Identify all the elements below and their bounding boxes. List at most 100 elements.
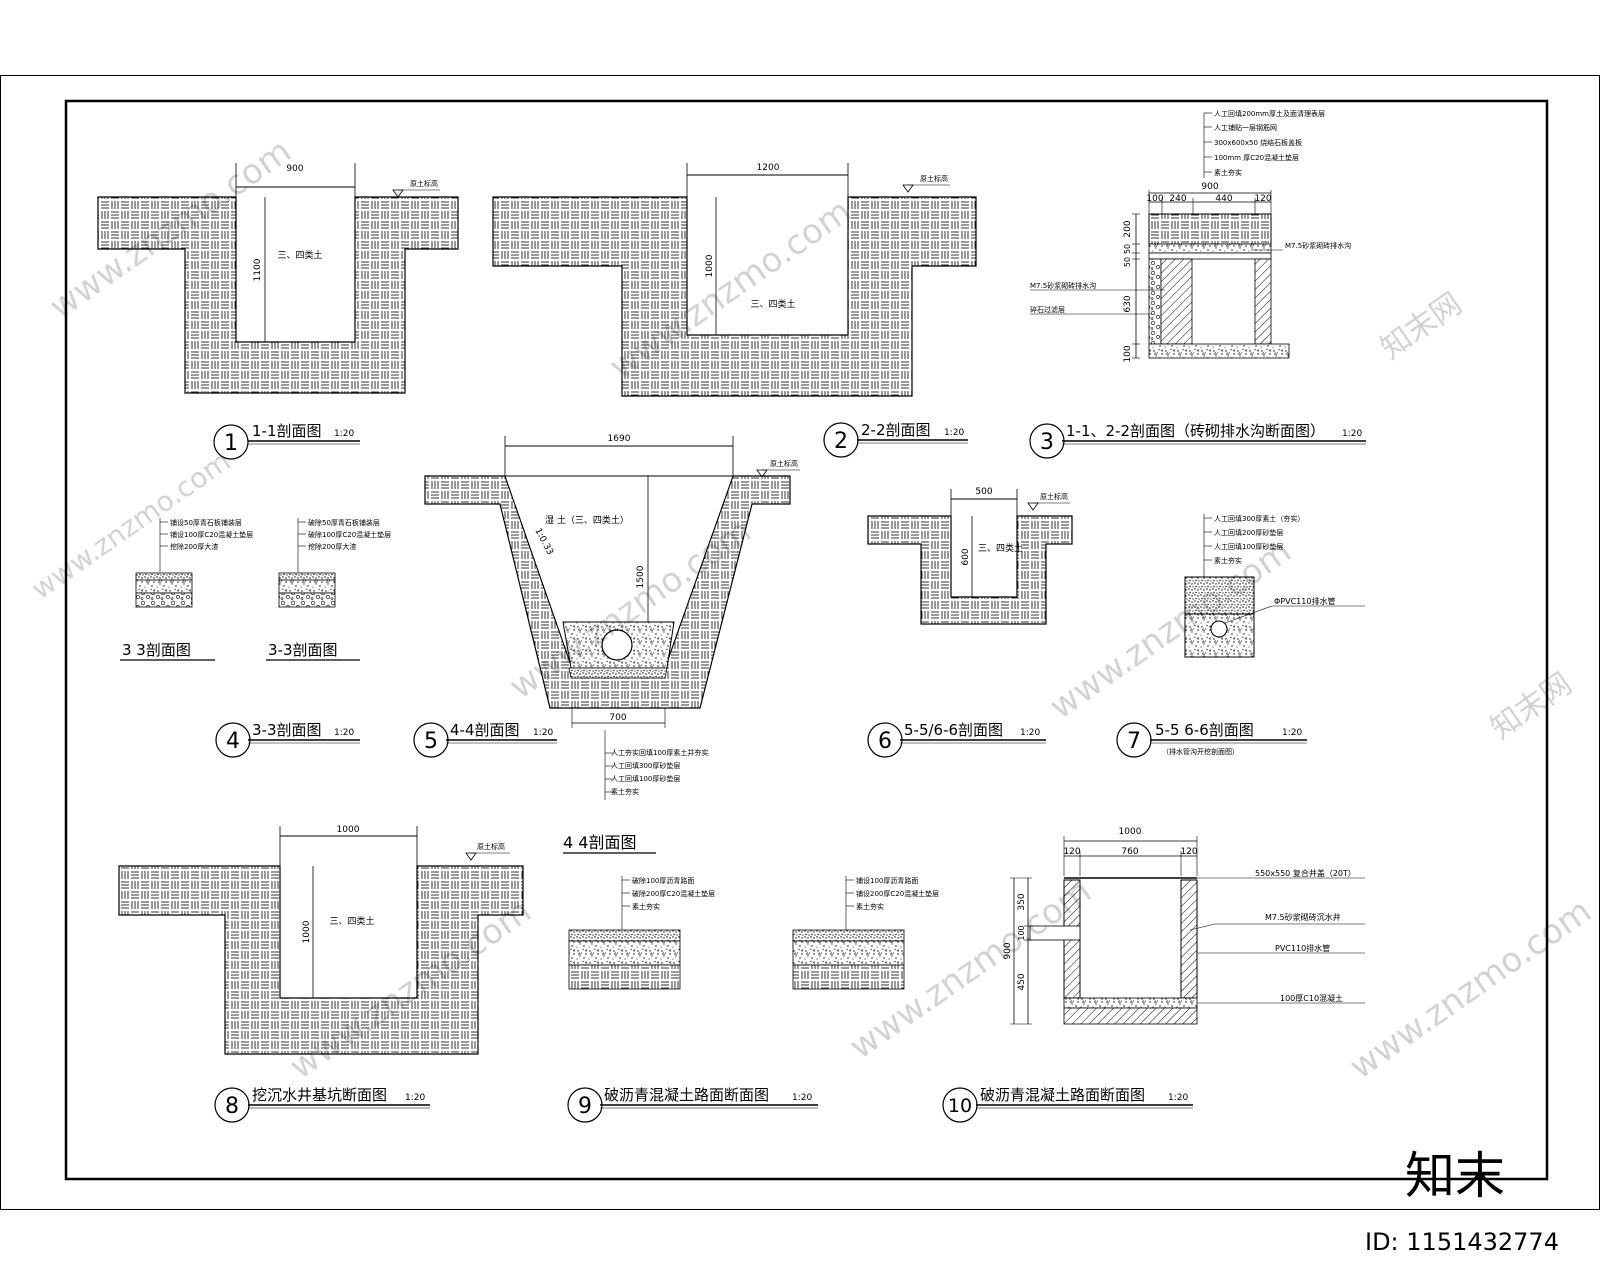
brick-pit-6 bbox=[867, 515, 1073, 625]
dim-10-b: 760 bbox=[1121, 847, 1138, 857]
dim-3-b: 240 bbox=[1169, 194, 1186, 204]
callout-circle-1 bbox=[213, 424, 249, 460]
well-base bbox=[1063, 1007, 1198, 1025]
callout-num-1: 1 bbox=[224, 431, 238, 456]
layer-7-2: 人工回填100厚砂垫层 bbox=[1214, 542, 1283, 551]
scale-4: 1:20 bbox=[334, 728, 354, 738]
dim-1-depth: 1100 bbox=[253, 258, 263, 281]
drawing-8: 1000 1000 三、四类土 原土标高 8 挖沉水井基坑断面图 1:20 bbox=[118, 825, 524, 1123]
dim-10-side: 900 bbox=[1003, 942, 1013, 959]
callout-num-8: 8 bbox=[225, 1094, 239, 1119]
title-3: 1-1、2-2剖面图（砖砌排水沟断面图） bbox=[1066, 422, 1325, 440]
callout-num-4: 4 bbox=[226, 729, 240, 754]
pipe-label-7: ΦPVC110排水管 bbox=[1274, 596, 1335, 606]
scale-7: 1:20 bbox=[1282, 728, 1302, 738]
brand-logo: 知末 bbox=[1405, 1147, 1505, 1205]
dim-10-c: 120 bbox=[1180, 847, 1197, 857]
dim-2-depth: 1000 bbox=[705, 254, 715, 277]
asphalt-layer-a bbox=[568, 929, 681, 942]
callout-num-7: 7 bbox=[1127, 729, 1141, 754]
drawing-2: 1200 1000 三、四类土 原土标高 2 2-2剖面图 1:20 bbox=[492, 163, 977, 458]
title-8: 挖沉水井基坑断面图 bbox=[252, 1086, 387, 1104]
dim-6-depth: 600 bbox=[961, 548, 971, 565]
dim-6-width: 500 bbox=[975, 487, 992, 497]
dim-8-width: 1000 bbox=[337, 825, 360, 835]
soil-layer-a bbox=[568, 964, 681, 990]
layer-4b-0: 破除50厚青石板铺装层 bbox=[308, 518, 380, 527]
brick-pit-2 bbox=[492, 196, 977, 397]
elevation-marker-icon bbox=[1027, 502, 1039, 511]
callout-num-9: 9 bbox=[578, 1094, 592, 1119]
scale-5: 1:20 bbox=[533, 728, 553, 738]
fill-label-6: 三、四类土 bbox=[978, 542, 1023, 554]
layer-5-3: 素土夯实 bbox=[611, 787, 639, 796]
scale-6: 1:20 bbox=[1020, 728, 1040, 738]
scale-9: 1:20 bbox=[792, 1093, 812, 1103]
pipe-icon bbox=[601, 629, 633, 661]
dim-5-bottom: 700 bbox=[609, 713, 626, 723]
watermark-cn: 知末网 bbox=[1485, 666, 1579, 746]
fill-label-2: 三、四类土 bbox=[750, 298, 795, 310]
layer-4a-1: 铺设100厚C20混凝土垫层 bbox=[170, 530, 253, 539]
soil-layer-b bbox=[792, 964, 905, 990]
callout-num-3: 3 bbox=[1040, 430, 1054, 455]
title-7: 5-5 6-6剖面图 bbox=[1155, 721, 1254, 739]
callout-num-5: 5 bbox=[424, 729, 438, 754]
layer-4a-0: 铺设50厚青石板铺装层 bbox=[170, 518, 242, 527]
layer-9b-0: 铺设100厚沥青路面 bbox=[856, 876, 918, 885]
cover-soil bbox=[1148, 213, 1272, 245]
callout-10-c: PVC110排水管 bbox=[1275, 943, 1330, 953]
title-2: 2-2剖面图 bbox=[861, 421, 931, 439]
dim-2-width: 1200 bbox=[757, 163, 780, 173]
layer-9a-0: 破除100厚沥青路面 bbox=[632, 876, 694, 885]
watermark-site: www.znzmo.com bbox=[282, 891, 538, 1087]
layer-5-0: 人工夯实回填100厚素土并夯实 bbox=[611, 748, 708, 757]
dim-1-width: 900 bbox=[286, 164, 303, 174]
fill-label-8: 三、四类土 bbox=[329, 915, 374, 927]
drawing-4: 铺设50厚青石板铺装层 铺设100厚C20混凝土垫层 挖除200厚大渣 3 3剖… bbox=[120, 518, 391, 758]
layer-7-3: 素土夯实 bbox=[1214, 556, 1242, 565]
callout-3-b: M7.5砂浆砌砖排水沟 bbox=[1030, 281, 1096, 290]
drawing-6: 500 600 三、四类土 原土标高 6 5-5/6-6剖面图 1:20 bbox=[867, 487, 1073, 758]
dim-10-a: 120 bbox=[1063, 847, 1080, 857]
layer-3-0: 人工回填200mm厚土及面清理表层 bbox=[1214, 109, 1325, 118]
callout-num-2: 2 bbox=[834, 429, 848, 454]
dim-3-s1: 50 bbox=[1123, 244, 1132, 254]
dim-3-d: 120 bbox=[1254, 194, 1271, 204]
concrete-layer-a bbox=[568, 940, 681, 966]
title-1: 1-1剖面图 bbox=[252, 422, 322, 440]
dim-3-total: 900 bbox=[1201, 182, 1218, 192]
title-5: 4-4剖面图 bbox=[450, 721, 520, 739]
pipe-icon bbox=[1210, 620, 1228, 638]
inner-border bbox=[64, 99, 1549, 1181]
drawing-10: 1000 120 760 120 900 350 100 450 550x550… bbox=[942, 827, 1365, 1123]
callout-num-10: 10 bbox=[948, 1095, 972, 1117]
ground-label-6: 原土标高 bbox=[1040, 492, 1068, 501]
ground-label-2: 原土标高 bbox=[920, 174, 948, 183]
dim-5-top: 1690 bbox=[608, 434, 631, 444]
layer-5-2: 人工回填100厚砂垫层 bbox=[611, 774, 680, 783]
dim-3-s3: 630 bbox=[1123, 295, 1133, 312]
dim-5-depth: 1500 bbox=[636, 565, 646, 588]
watermark-cn: 知末网 bbox=[1375, 286, 1469, 366]
layer-3-3: 100mm 厚C20混凝土垫层 bbox=[1214, 153, 1299, 162]
watermark-site: www.znzmo.com bbox=[42, 131, 298, 327]
ground-label-1: 原土标高 bbox=[410, 179, 438, 188]
dim-10-s2: 450 bbox=[1017, 973, 1027, 990]
watermark-site: www.znzmo.com bbox=[1042, 531, 1298, 727]
layer-3-4: 素土夯实 bbox=[1214, 168, 1242, 177]
dim-3-s4: 100 bbox=[1123, 345, 1133, 362]
drawing-1: 900 1100 三、四类土 原土标高 1 1-1剖面图 1:20 bbox=[97, 163, 459, 460]
callout-3-a: M7.5砂浆砌砖排水沟 bbox=[1285, 241, 1351, 250]
dim-3-c: 440 bbox=[1215, 194, 1232, 204]
drawing-9: 破除100厚沥青路面 破除200厚C20混凝土垫层 素土夯实 铺设100厚沥青路… bbox=[567, 876, 939, 1123]
title-4: 3-3剖面图 bbox=[252, 721, 322, 739]
scale-3: 1:20 bbox=[1342, 429, 1362, 439]
callout-3-c: 碎石过滤层 bbox=[1030, 305, 1065, 314]
layer-9a-2: 素土夯实 bbox=[632, 902, 660, 911]
layer-7-0: 人工回填300厚素土（夯实） bbox=[1214, 514, 1304, 523]
elevation-marker-icon bbox=[392, 189, 404, 198]
scale-2: 1:20 bbox=[944, 428, 964, 438]
